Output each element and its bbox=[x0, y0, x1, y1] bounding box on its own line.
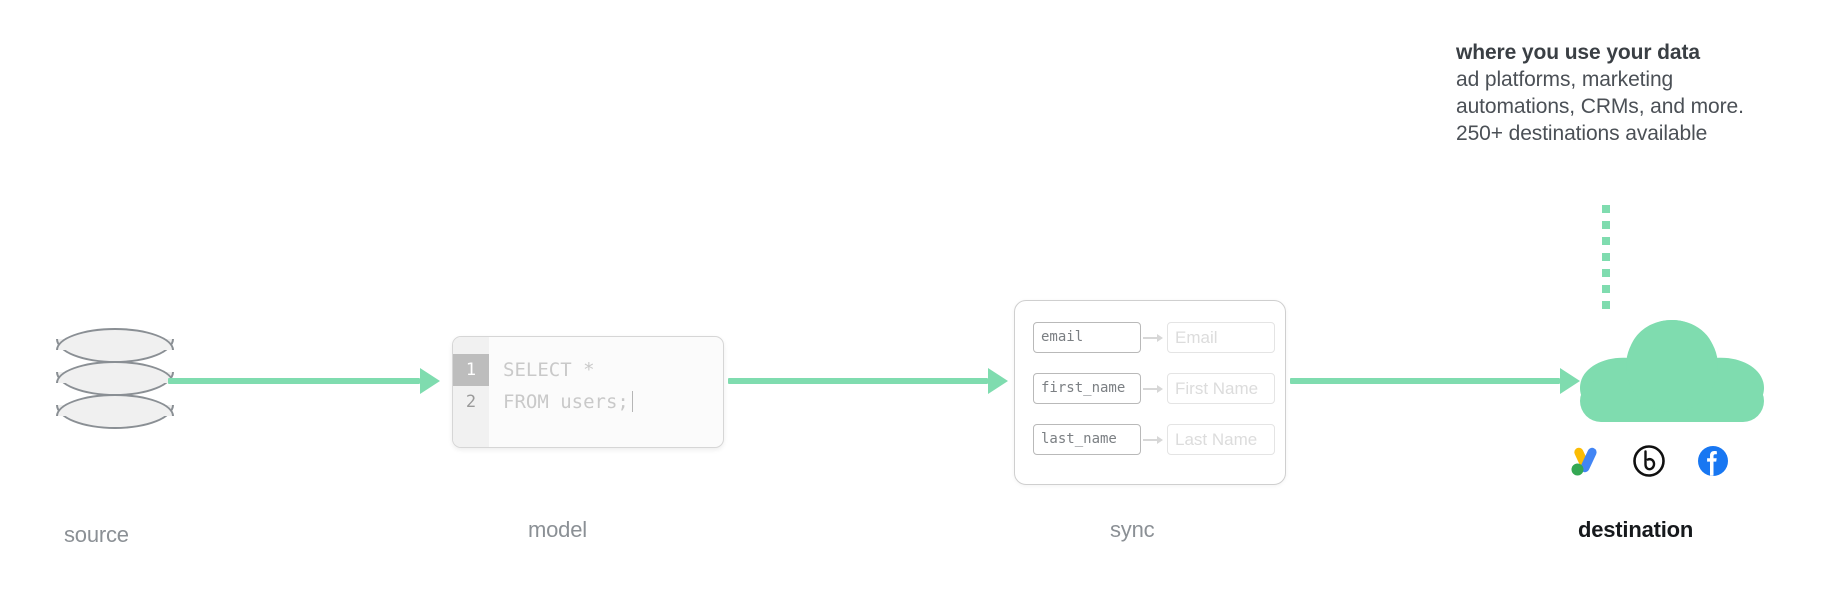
mapping-destination-field[interactable]: Last Name bbox=[1167, 424, 1275, 455]
mapping-arrow-icon bbox=[1143, 435, 1165, 445]
step-label-source: source bbox=[64, 522, 129, 547]
mapping-row: last_name Last Name bbox=[1033, 423, 1275, 456]
mapping-source-field[interactable]: first_name bbox=[1033, 373, 1141, 404]
mapping-destination-field[interactable]: Email bbox=[1167, 322, 1275, 353]
gutter-line-number-1: 1 bbox=[453, 354, 489, 386]
source-database-icon bbox=[56, 328, 176, 438]
text-caret bbox=[631, 391, 634, 412]
callout-line-3: 250+ destinations available bbox=[1456, 121, 1708, 145]
cloud-icon bbox=[1578, 318, 1766, 422]
code-line-2: FROM users; bbox=[503, 391, 629, 413]
connector-sync-to-destination bbox=[1290, 368, 1580, 394]
mapping-row: email Email bbox=[1033, 321, 1275, 354]
step-label-destination: destination bbox=[1578, 517, 1694, 542]
mapping-row: first_name First Name bbox=[1033, 372, 1275, 405]
step-label-sync: sync bbox=[1110, 517, 1155, 542]
google-ads-logo[interactable] bbox=[1566, 442, 1604, 480]
facebook-logo[interactable] bbox=[1694, 442, 1732, 480]
mapping-arrow-icon bbox=[1143, 384, 1165, 394]
mapping-arrow-icon bbox=[1143, 333, 1165, 343]
mapping-source-field[interactable]: last_name bbox=[1033, 424, 1141, 455]
destination-integration-logos bbox=[1566, 440, 1746, 482]
model-code-editor[interactable]: 1 2 SELECT * FROM users; bbox=[452, 336, 724, 448]
editor-code-area[interactable]: SELECT * FROM users; bbox=[489, 337, 723, 447]
dotted-uplink-line bbox=[1602, 205, 1611, 309]
callout-line-1: ad platforms, marketing bbox=[1456, 67, 1674, 91]
step-label-model: model bbox=[528, 517, 587, 542]
connector-source-to-model bbox=[168, 368, 440, 394]
callout-line-2: automations, CRMs, and more. bbox=[1456, 94, 1744, 118]
connector-model-to-sync bbox=[728, 368, 1008, 394]
destination-callout: where you use your data ad platforms, ma… bbox=[1456, 40, 1836, 148]
mapping-destination-field[interactable]: First Name bbox=[1167, 373, 1275, 404]
callout-title: where you use your data bbox=[1456, 41, 1700, 64]
sync-field-mapping-card[interactable]: email Email first_name First Name last_n… bbox=[1014, 300, 1286, 485]
code-line-1: SELECT * bbox=[503, 359, 595, 381]
braze-logo[interactable] bbox=[1630, 442, 1668, 480]
code-line-2-wrap: FROM users; bbox=[503, 386, 723, 418]
gutter-line-number-2: 2 bbox=[465, 392, 477, 412]
mapping-source-field[interactable]: email bbox=[1033, 322, 1141, 353]
editor-gutter: 1 2 bbox=[453, 337, 489, 447]
